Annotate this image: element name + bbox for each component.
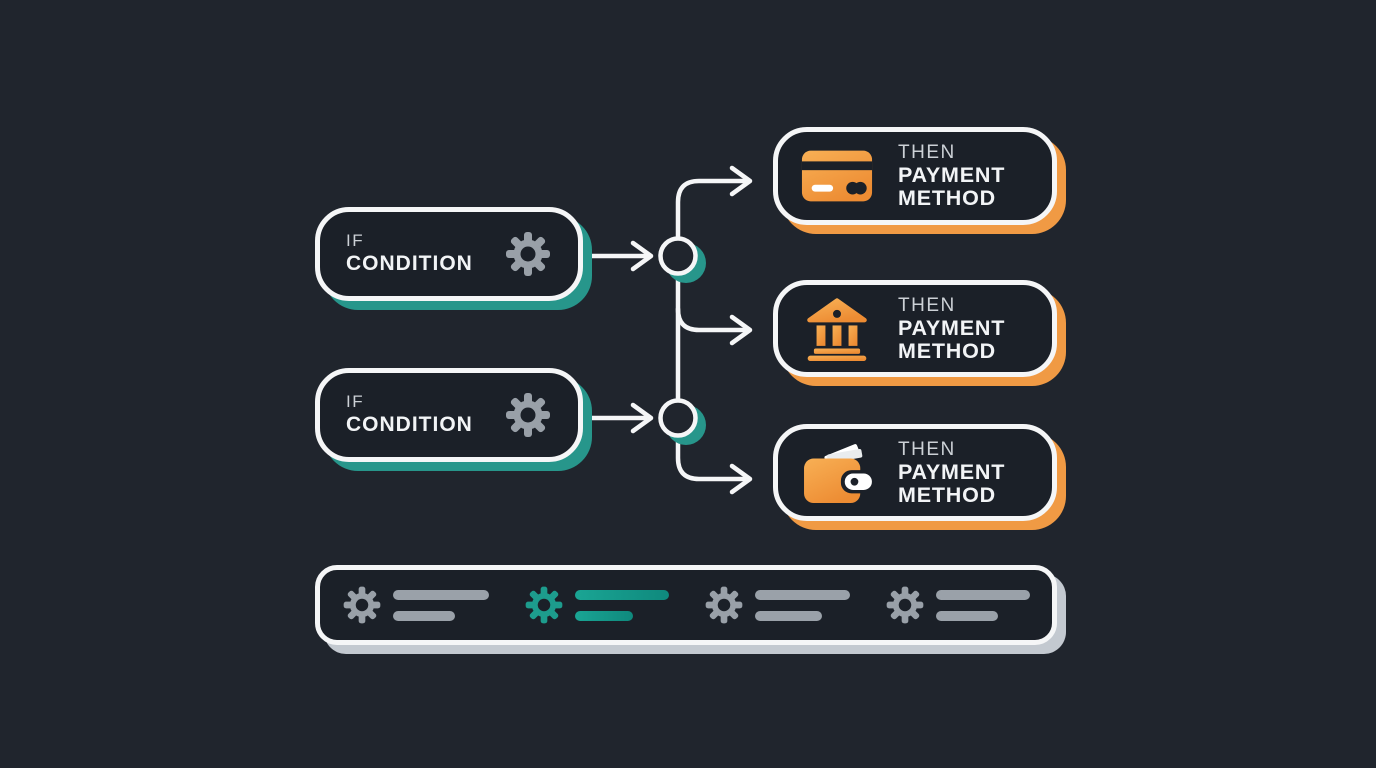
payment-label-line1: PAYMENT (898, 315, 1006, 340)
placeholder-lines (393, 589, 489, 621)
payment-prefix: THEN (898, 294, 956, 316)
condition-node-1[interactable]: IF CONDITION (315, 207, 583, 301)
gear-icon[interactable] (504, 391, 552, 439)
placeholder-line (755, 610, 822, 621)
payment-label-line2: METHOD (898, 482, 996, 507)
settings-toolbar (315, 565, 1057, 645)
payment-label-line1: PAYMENT (898, 163, 1006, 187)
junction-node-2 (658, 398, 706, 445)
condition-prefix: IF (346, 231, 365, 250)
condition-label: CONDITION (346, 413, 473, 436)
payment-node-text: THEN PAYMENT METHOD (898, 439, 1005, 507)
condition-node-2[interactable]: IF CONDITION (315, 368, 583, 462)
condition-node-text: IF CONDITION (346, 392, 473, 438)
placeholder-line (936, 610, 998, 621)
placeholder-line (393, 589, 489, 600)
condition-prefix: IF (346, 392, 365, 411)
payment-node-text: THEN PAYMENT METHOD (898, 142, 1005, 210)
payment-label-line2: METHOD (898, 186, 996, 210)
placeholder-lines (755, 589, 850, 621)
placeholder-lines (575, 589, 669, 621)
payment-node-2[interactable]: THEN PAYMENT METHOD (773, 280, 1057, 377)
toolbar-item-2-active[interactable] (524, 585, 669, 625)
wallet-icon (800, 441, 874, 505)
payment-prefix: THEN (898, 142, 956, 163)
placeholder-line (393, 610, 455, 621)
credit-card-icon (800, 144, 874, 208)
payment-node-3[interactable]: THEN PAYMENT METHOD (773, 424, 1057, 521)
payment-label-line1: PAYMENT (898, 459, 1006, 484)
placeholder-line (936, 589, 1030, 600)
payment-label-line2: METHOD (898, 338, 996, 363)
condition-label: CONDITION (346, 252, 473, 275)
placeholder-lines (936, 589, 1030, 621)
bank-icon (800, 297, 874, 361)
placeholder-line (755, 589, 850, 600)
placeholder-line (575, 589, 669, 600)
gear-icon[interactable] (885, 585, 925, 625)
payment-node-1[interactable]: THEN PAYMENT METHOD (773, 127, 1057, 225)
gear-icon[interactable] (704, 585, 744, 625)
junction-node-1 (658, 236, 706, 283)
gear-icon[interactable] (504, 230, 552, 278)
payment-prefix: THEN (898, 438, 956, 460)
placeholder-line (575, 610, 633, 621)
toolbar-item-1[interactable] (342, 585, 489, 625)
toolbar-item-3[interactable] (704, 585, 850, 625)
gear-icon[interactable] (524, 585, 564, 625)
gear-icon[interactable] (342, 585, 382, 625)
payment-node-text: THEN PAYMENT METHOD (898, 295, 1005, 363)
condition-node-text: IF CONDITION (346, 231, 473, 277)
toolbar-item-4[interactable] (885, 585, 1030, 625)
